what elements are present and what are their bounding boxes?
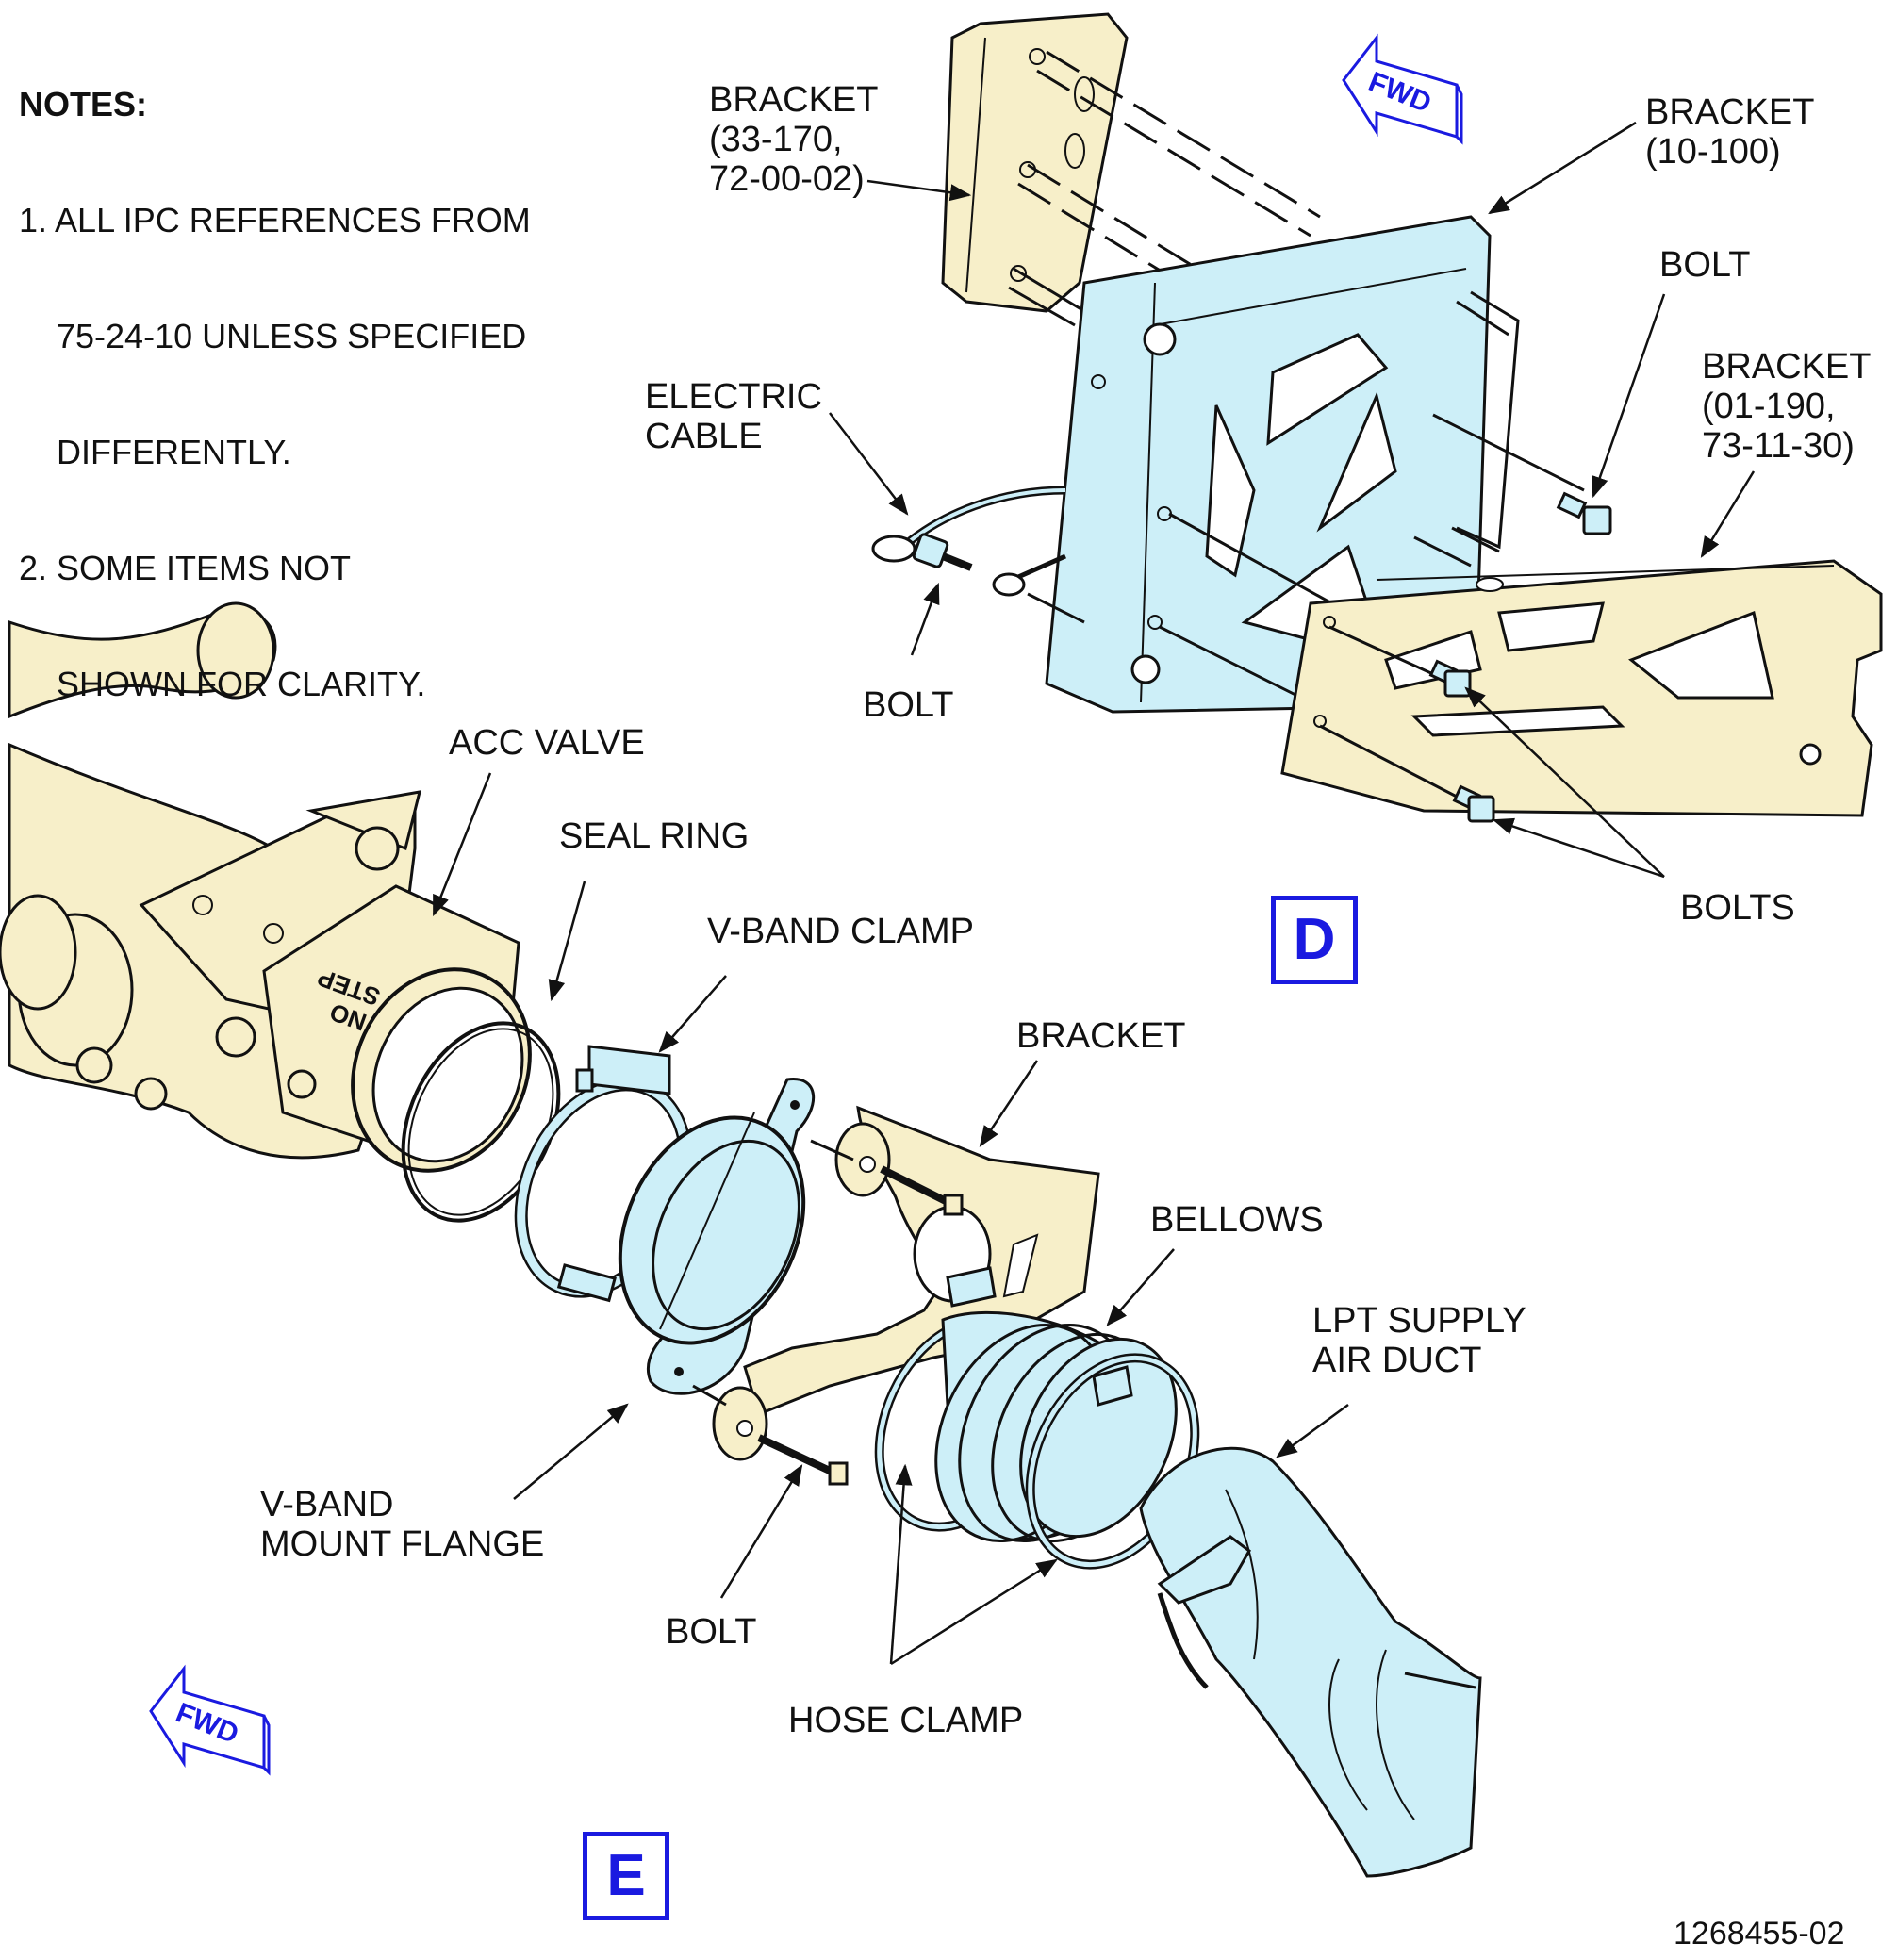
note-line: SHOWN FOR CLARITY. [19,665,426,703]
seal-ring-drawing [401,1021,561,1223]
label-bolt-top: BOLT [1659,245,1751,285]
label-bolt-left: BOLT [863,685,954,725]
fwd-arrow-d: FWD [1342,33,1463,145]
label-vband-mount-flange: V-BAND MOUNT FLANGE [260,1485,545,1564]
upper-duct-drawing [8,601,277,719]
view-letter-e: E [583,1832,669,1920]
label-acc-valve: ACC VALVE [449,723,645,763]
bracket-10-100-drawing [1045,215,1492,714]
note-line: DIFFERENTLY. [19,433,291,471]
note-line: 75-24-10 UNLESS SPECIFIED [19,317,527,355]
label-bolts: BOLTS [1680,888,1795,928]
view-d-leaders [829,121,1756,879]
label-bellows: BELLOWS [1150,1200,1324,1240]
notes-block: NOTES: 1. ALL IPC REFERENCES FROM 75-24-… [19,8,531,781]
bolt-paths-left [1008,50,1321,341]
bracket-01-190-drawing [1280,559,1883,817]
notes-heading: NOTES: [19,85,148,124]
fwd-arrow-e: FWD [149,1664,271,1776]
bolts-right-drawing [1319,491,1612,823]
view-e-leaders [432,772,1349,1666]
label-bolt-e: BOLT [666,1612,757,1652]
label-electric-cable: ELECTRIC CABLE [645,377,822,456]
label-vband-clamp: V-BAND CLAMP [707,912,974,951]
view-letter-d: D [1271,896,1358,984]
label-hose-clamp: HOSE CLAMP [788,1701,1024,1740]
note-line: 1. ALL IPC REFERENCES FROM [19,201,531,239]
label-bracket-33-170: BRACKET (33-170, 72-00-02) [709,80,879,199]
label-bracket-01-190: BRACKET (01-190, 73-11-30) [1702,347,1872,466]
label-seal-ring: SEAL RING [559,816,750,856]
figure-number: 1268455-02 [1674,1916,1845,1952]
label-bracket-10-100: BRACKET (10-100) [1645,92,1815,172]
acc-valve-drawing: STEP NO [0,742,532,1173]
label-bracket-e: BRACKET [1016,1016,1186,1056]
electric-cable-drawing [871,486,1085,624]
spacer-drawing [1451,290,1520,553]
note-line: 2. SOME ITEMS NOT [19,549,352,587]
lpt-duct-drawing [1139,1446,1482,1878]
bellows-drawing [874,1266,1200,1570]
bracket-33-170-drawing [941,12,1129,313]
label-lpt-duct: LPT SUPPLY AIR DUCT [1312,1301,1526,1380]
bolt-left-drawing [912,533,973,571]
